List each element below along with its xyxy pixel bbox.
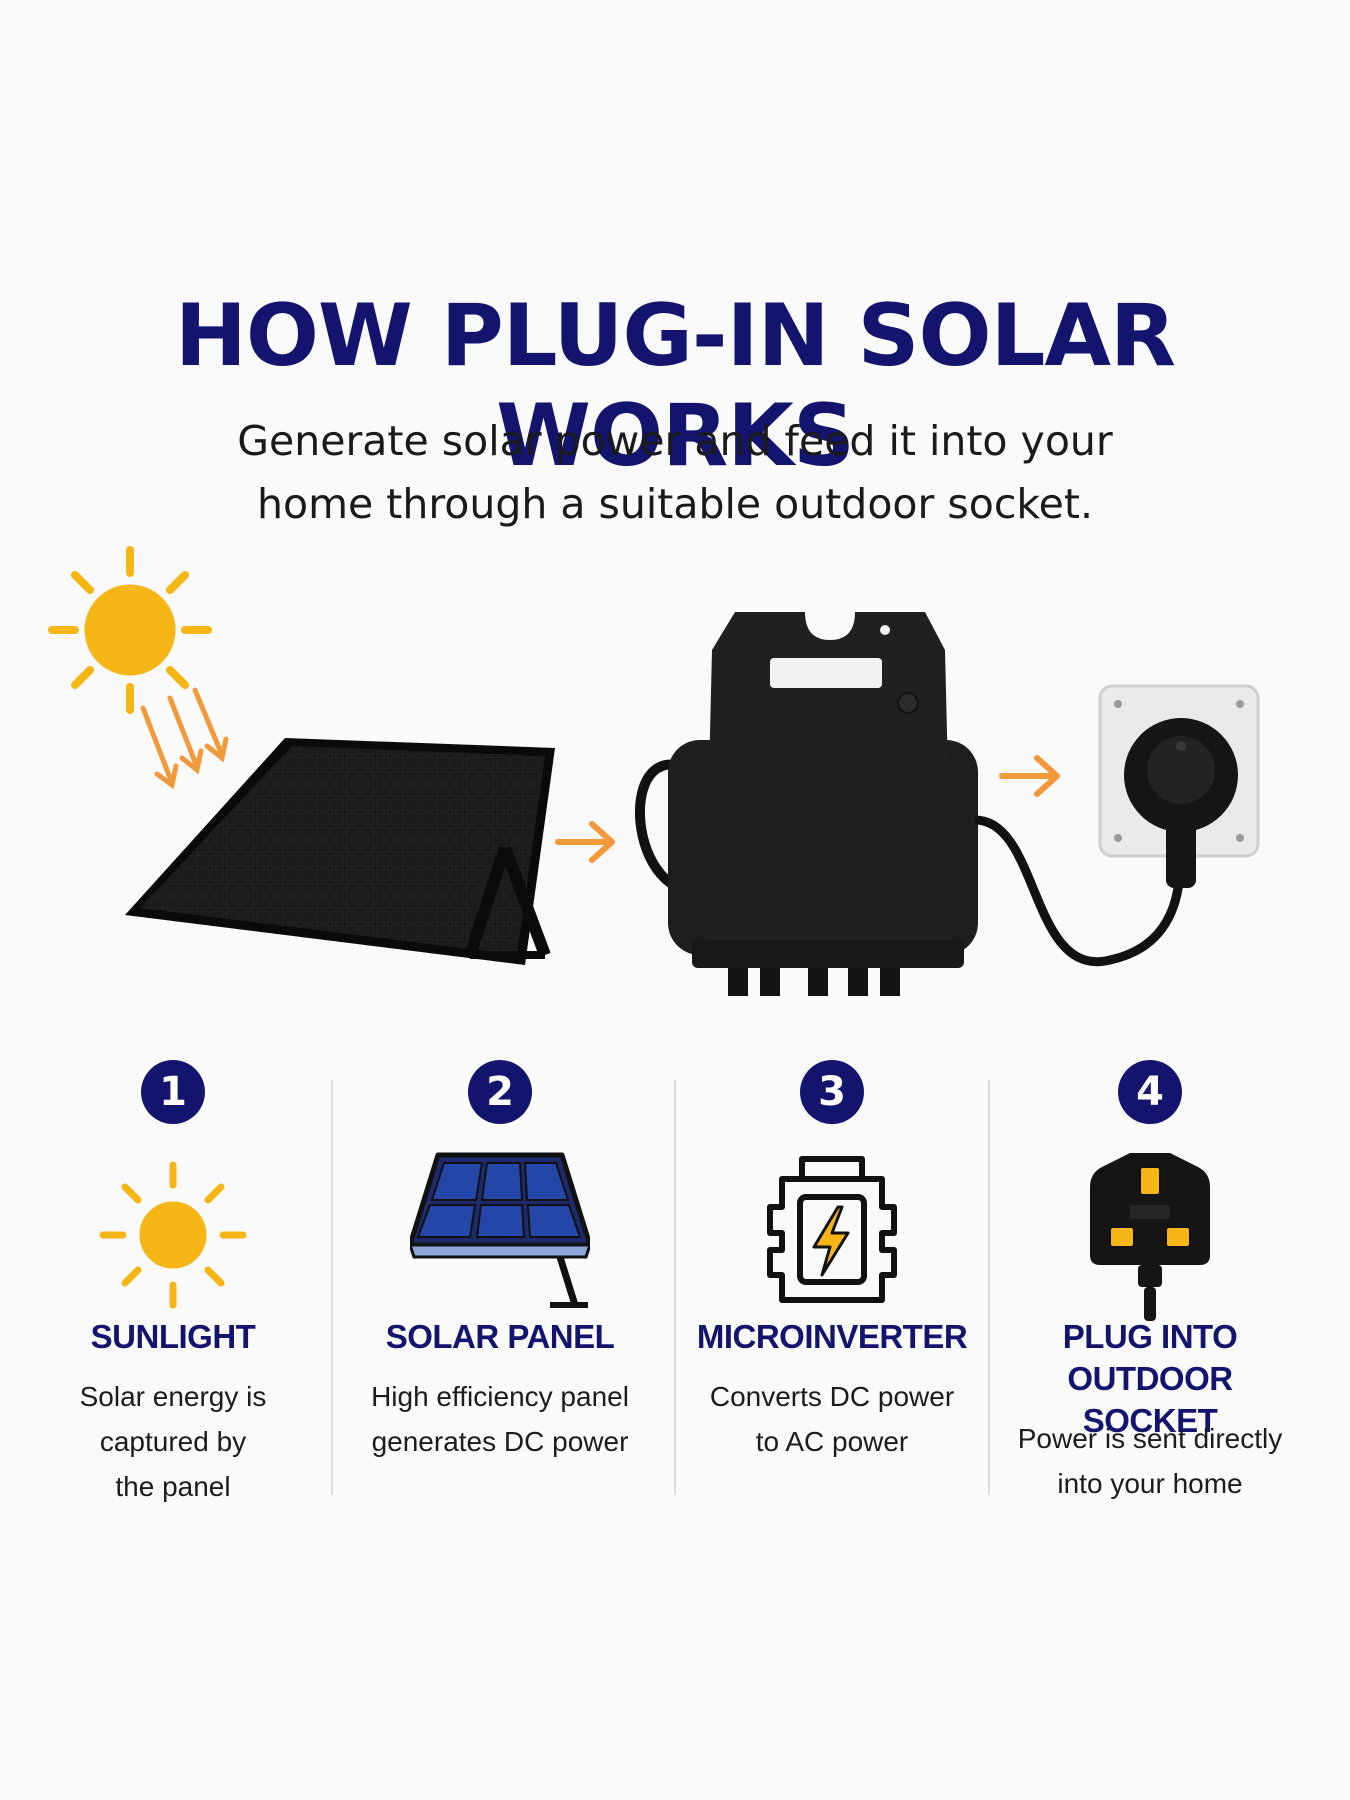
microinverter-icon [767,1156,897,1303]
step-title: SOLAR PANEL [350,1316,650,1358]
step-number-badge: 1 [141,1060,205,1124]
step-desc-line: captured by [99,1426,247,1457]
step-desc-line: Converts DC power [709,1381,955,1412]
column-divider [331,1080,333,1495]
step-title-line: PLUG INTO [1062,1318,1238,1355]
step-number-badge: 4 [1118,1060,1182,1124]
step-desc-line: Solar energy is [79,1381,267,1412]
step-desc-line: to AC power [755,1426,909,1457]
flow-arrow-icon [555,821,615,863]
column-divider [674,1080,676,1495]
step-title: MICROINVERTER [682,1316,982,1358]
step-title: PLUG INTO OUTDOOR SOCKET [1000,1316,1300,1442]
step-title-line: SOLAR PANEL [385,1318,615,1355]
subtitle-line: Generate solar power and feed it into yo… [237,417,1113,465]
step-description: Converts DC power to AC power [682,1374,982,1464]
step-desc-line: into your home [1057,1468,1243,1499]
page-title: HOW PLUG-IN SOLAR WORKS [174,286,1176,486]
column-divider [988,1080,990,1495]
step-title: SUNLIGHT [23,1316,323,1358]
page-subtitle: Generate solar power and feed it into yo… [175,410,1175,536]
flow-arrow-icon [999,755,1060,797]
hero-illustration [48,546,1260,996]
step-desc-line: the panel [115,1471,231,1502]
step-number-badge: 3 [800,1060,864,1124]
subtitle-line: home through a suitable outdoor socket. [257,480,1093,528]
uk-plug-icon [1090,1153,1210,1321]
sunlight-arrows-icon [140,687,229,790]
step-title-line: OUTDOOR SOCKET [1067,1360,1233,1439]
step-description: High efficiency panel generates DC power [350,1374,650,1464]
step-description: Power is sent directly into your home [1000,1416,1300,1506]
solar-panel-icon [410,1152,590,1308]
step-number-badge: 2 [468,1060,532,1124]
step-title-line: SUNLIGHT [90,1318,256,1355]
step-desc-line: generates DC power [371,1426,629,1457]
step-description: Solar energy is captured by the panel [23,1374,323,1509]
step-desc-line: Power is sent directly [1017,1423,1283,1454]
step-title-line: MICROINVERTER [696,1318,968,1355]
step-desc-line: High efficiency panel [371,1381,629,1412]
sun-icon [48,546,212,714]
sun-icon [99,1161,247,1309]
outdoor-socket-icon [1098,684,1260,888]
solar-panel-icon [125,738,555,965]
microinverter-icon [634,612,1185,996]
